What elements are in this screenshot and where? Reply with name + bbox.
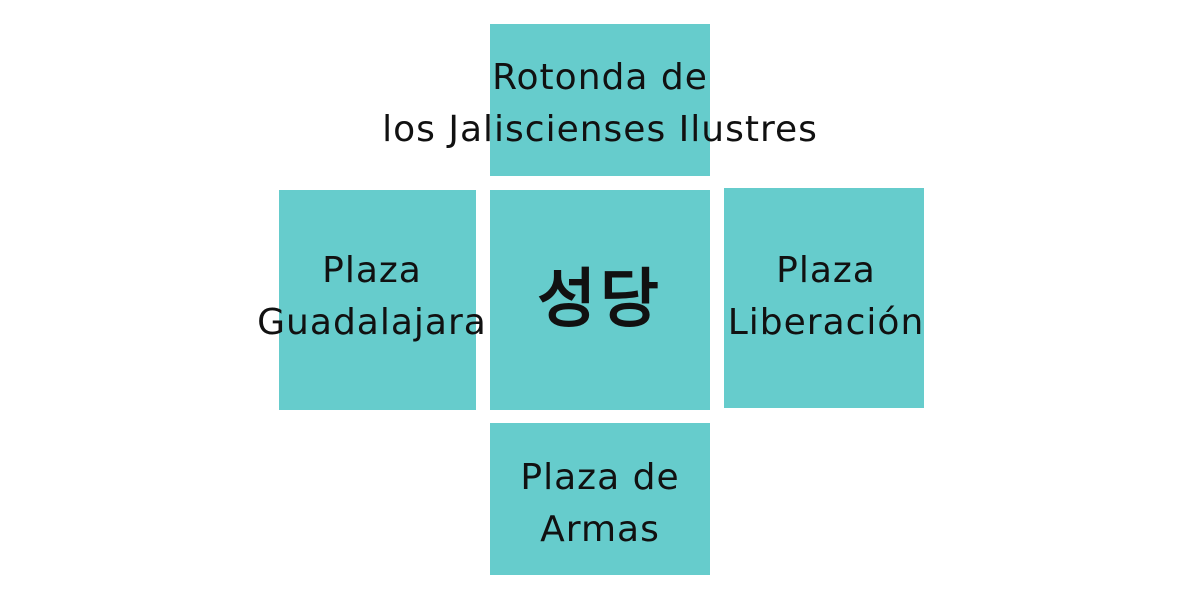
south-label: Plaza de Armas bbox=[520, 452, 679, 556]
east-label-line1: Plaza bbox=[776, 250, 876, 291]
north-label: Rotonda de los Jaliscienses Ilustres bbox=[382, 52, 818, 156]
center-tile bbox=[490, 190, 710, 410]
center-label: 성당 bbox=[537, 263, 663, 337]
east-label-line2: Liberación bbox=[727, 302, 925, 343]
north-tile bbox=[490, 24, 710, 176]
north-label-line2: los Jaliscienses Ilustres bbox=[382, 109, 818, 150]
west-label: Plaza Guadalajara bbox=[257, 245, 487, 349]
east-tile bbox=[724, 188, 924, 408]
south-label-line2: Armas bbox=[540, 509, 660, 550]
west-label-line2: Guadalajara bbox=[257, 302, 487, 343]
east-label: Plaza Liberación bbox=[728, 245, 925, 349]
west-label-line1: Plaza bbox=[322, 250, 422, 291]
west-tile bbox=[279, 190, 476, 410]
south-label-line1: Plaza de bbox=[520, 457, 680, 498]
north-label-line1: Rotonda de bbox=[492, 57, 708, 98]
south-tile bbox=[490, 423, 710, 575]
